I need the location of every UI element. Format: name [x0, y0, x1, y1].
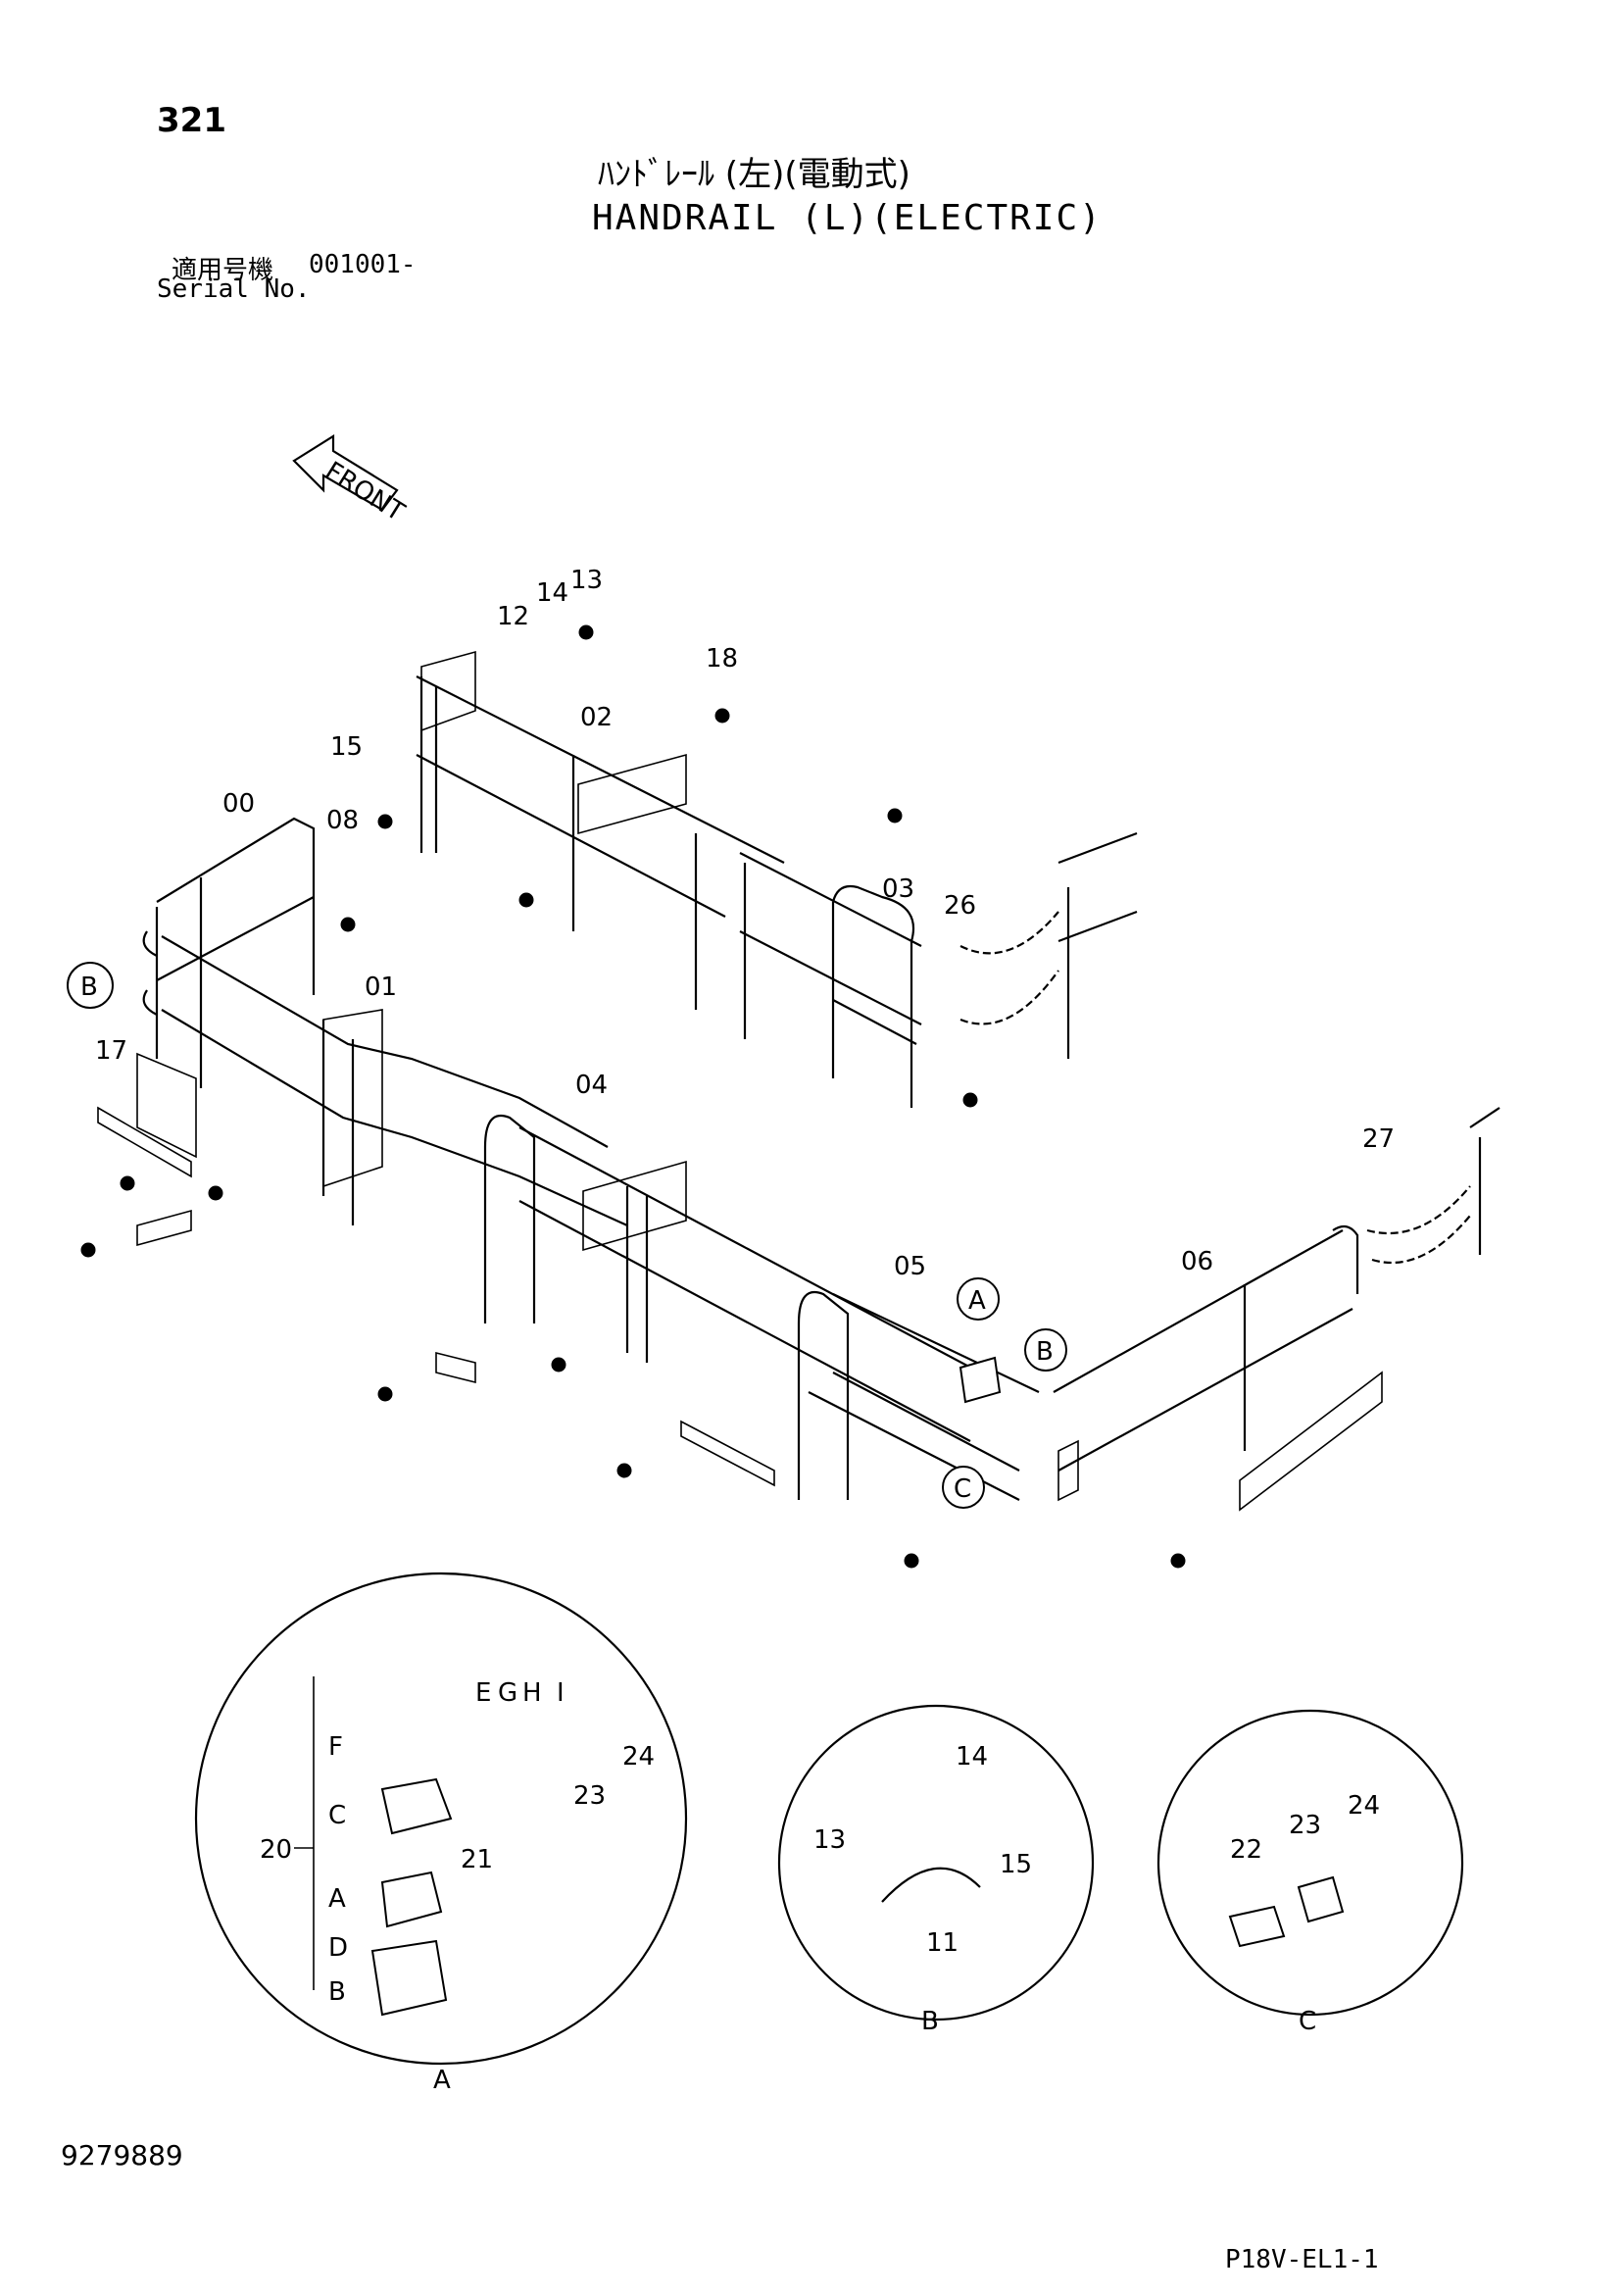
detail-b-label-13: 13	[813, 1825, 846, 1855]
detail-a-label-c: C	[328, 1801, 346, 1830]
detail-a: 20 21 23 24 A B C D E F G H I A	[194, 1572, 688, 2095]
detail-a-label-g: G	[498, 1678, 517, 1708]
detail-c-label-23: 23	[1289, 1811, 1321, 1840]
marker-a: A	[957, 1277, 1000, 1321]
label-01: 01	[365, 973, 397, 1002]
handrail-00	[142, 817, 316, 1088]
plate-17-lower	[680, 1420, 775, 1487]
detail-b-label-14: 14	[956, 1742, 988, 1772]
detail-a-label-h: H	[522, 1678, 542, 1708]
detail-a-label-i: I	[557, 1678, 565, 1708]
document-number: 9279889	[61, 2139, 183, 2171]
marker-b-label: B	[80, 973, 98, 1002]
detail-c-label-24: 24	[1348, 1791, 1380, 1821]
marker-b-label-2: B	[1036, 1337, 1054, 1367]
detail-a-label-d: D	[328, 1933, 348, 1963]
detail-a-label-20: 20	[260, 1835, 292, 1865]
label-26: 26	[944, 891, 976, 921]
label-06: 06	[1181, 1247, 1213, 1276]
serial-label-japanese: 適用号機	[172, 256, 274, 285]
chain-26	[959, 831, 1138, 1059]
label-18: 18	[706, 644, 738, 674]
handrail-06	[1053, 1224, 1383, 1512]
title-english: HANDRAIL (L)(ELECTRIC)	[592, 198, 1103, 238]
detail-b-label-11: 11	[926, 1928, 959, 1958]
label-17: 17	[95, 1036, 127, 1066]
label-08: 08	[326, 806, 359, 835]
marker-c-label: C	[954, 1474, 971, 1504]
front-arrow-icon: FRONT	[292, 434, 410, 527]
detail-c-label-22: 22	[1230, 1835, 1262, 1865]
detail-b-caption: B	[921, 2007, 939, 2036]
detail-a-label-21: 21	[461, 1845, 493, 1874]
label-00: 00	[222, 789, 255, 819]
serial-label-english: Serial No.	[157, 275, 311, 304]
detail-a-label-f: F	[328, 1732, 343, 1762]
handrail-02	[416, 650, 785, 1010]
label-13: 13	[570, 566, 603, 595]
detail-a-label-23: 23	[573, 1781, 606, 1811]
detail-a-label-e: E	[475, 1678, 491, 1708]
detail-b-label-15: 15	[1000, 1850, 1032, 1879]
detail-a-caption: A	[433, 2066, 451, 2095]
title-japanese: ﾊﾝﾄﾞﾚｰﾙ (左)(電動式)	[598, 155, 910, 194]
handrail-04	[483, 1115, 981, 1442]
chain-27	[1366, 1107, 1500, 1265]
handrail-05	[797, 1291, 1040, 1501]
plate-17-left	[97, 1106, 192, 1178]
marker-b-right: B	[1024, 1328, 1067, 1372]
marker-b-left: B	[67, 962, 114, 1009]
detail-a-label-24: 24	[622, 1742, 655, 1772]
label-02: 02	[580, 703, 613, 732]
label-05: 05	[894, 1252, 926, 1281]
marker-a-label: A	[968, 1286, 986, 1316]
detail-c: 22 23 24 C	[1156, 1709, 1464, 2036]
detail-b: 11 13 14 15 B	[777, 1704, 1095, 2036]
serial-range: 001001-	[309, 250, 417, 279]
label-27: 27	[1362, 1124, 1395, 1154]
label-04: 04	[575, 1071, 608, 1100]
page-number: 321	[157, 101, 226, 140]
detail-c-caption: C	[1299, 2007, 1316, 2036]
bolt-08-icon	[80, 624, 1186, 1569]
marker-c: C	[942, 1466, 985, 1509]
label-15: 15	[330, 732, 363, 762]
label-03: 03	[882, 874, 914, 904]
handrail-01	[136, 935, 628, 1227]
sheet-code: P18V-EL1-1	[1225, 2245, 1379, 2274]
label-12: 12	[497, 602, 529, 631]
detail-a-label-b: B	[328, 1977, 346, 2007]
plate-12-lower	[435, 1351, 476, 1384]
handrail-03	[739, 852, 922, 1108]
label-14: 14	[536, 578, 568, 608]
detail-a-label-a: A	[328, 1884, 346, 1914]
plate-12-left	[136, 1209, 192, 1247]
